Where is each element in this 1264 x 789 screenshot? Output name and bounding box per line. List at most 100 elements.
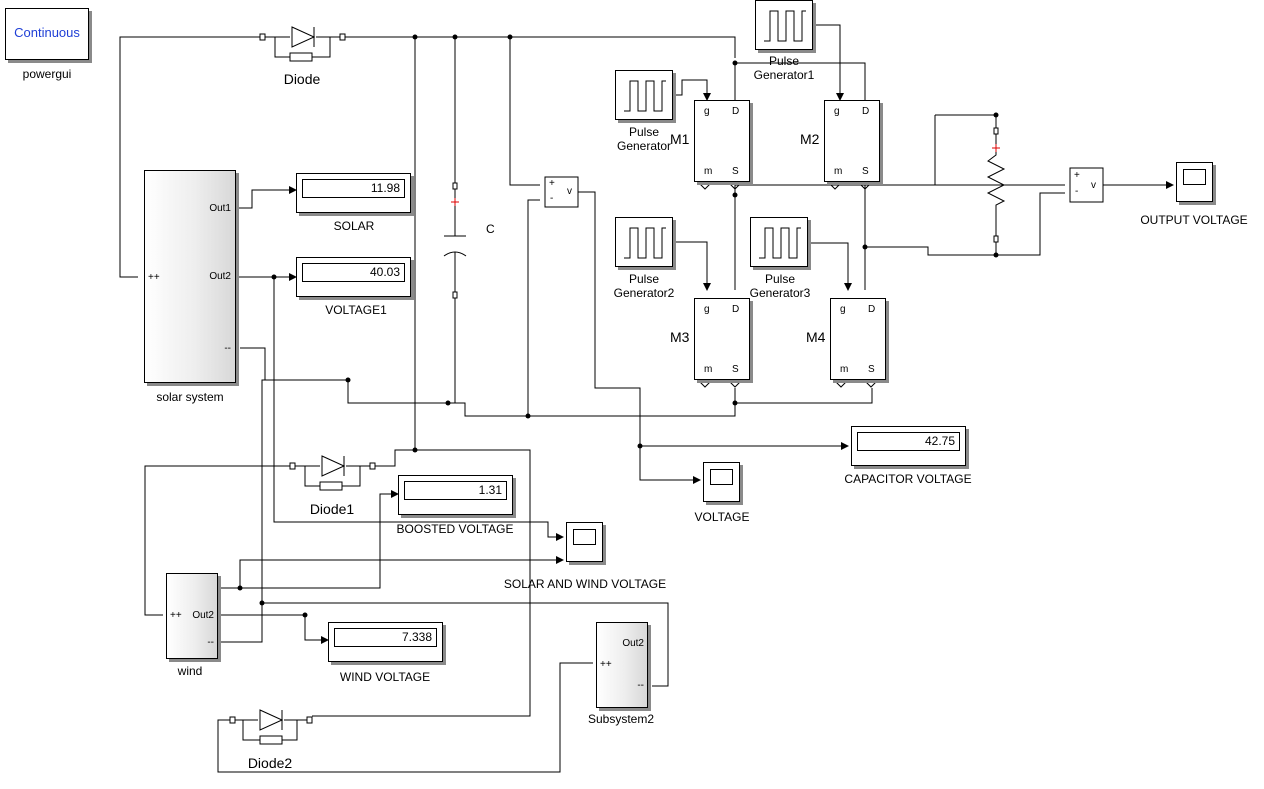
solar-system-subsystem[interactable]: Out1 Out2 ++ -- bbox=[144, 170, 236, 383]
pulse-generator1-label-2: Generator1 bbox=[753, 68, 815, 82]
junction-dot bbox=[862, 244, 868, 250]
scope-solar-wind[interactable] bbox=[566, 522, 603, 562]
scope-voltage-label: VOLTAGE bbox=[694, 510, 750, 524]
vm-out-plus: + bbox=[1074, 170, 1080, 181]
mosfet-drain-label: D bbox=[732, 106, 740, 117]
wire bbox=[240, 347, 448, 404]
junction-dot bbox=[259, 600, 265, 606]
vm-out-v: v bbox=[1091, 180, 1096, 191]
powergui-label: powergui bbox=[22, 67, 72, 81]
mosfet-m4[interactable] bbox=[830, 298, 886, 380]
sub2-minus-port: -- bbox=[637, 680, 644, 691]
display-wind-label: WIND VOLTAGE bbox=[339, 670, 431, 684]
vm-cap-minus: - bbox=[550, 193, 554, 204]
mosfet-source-label: S bbox=[732, 166, 739, 177]
solar-plus-port: ++ bbox=[148, 272, 160, 283]
diode-top[interactable] bbox=[259, 26, 346, 62]
scope-screen bbox=[710, 469, 733, 485]
junction-dot bbox=[412, 447, 418, 453]
mosfet-drain-label: D bbox=[732, 304, 740, 315]
pulse-generator1[interactable] bbox=[755, 0, 813, 50]
mosfet-m3[interactable] bbox=[694, 298, 750, 380]
wire bbox=[673, 79, 711, 101]
wire bbox=[639, 446, 701, 484]
pulse-generator3-label-1: Pulse bbox=[764, 272, 796, 286]
subsystem2-label: Subsystem2 bbox=[587, 712, 655, 726]
wire bbox=[262, 602, 669, 687]
display-voltage1-value: 40.03 bbox=[302, 263, 405, 282]
pulse-generator2[interactable] bbox=[615, 217, 673, 267]
display-wind-value: 7.338 bbox=[334, 628, 437, 647]
solar-system-label: solar system bbox=[156, 390, 224, 404]
powergui-mode: Continuous bbox=[14, 25, 80, 40]
mosfet-m1[interactable] bbox=[694, 100, 750, 182]
wire bbox=[218, 490, 399, 589]
junction-dot bbox=[452, 34, 458, 40]
mosfet-m2[interactable] bbox=[824, 100, 880, 182]
pulse-generator[interactable] bbox=[615, 70, 673, 120]
voltmeter-output[interactable] bbox=[1069, 167, 1104, 203]
pulse-wave-icon bbox=[759, 227, 801, 259]
junction-dot bbox=[637, 443, 643, 449]
sub2-plus-port: ++ bbox=[600, 659, 612, 670]
diode2-label: Diode2 bbox=[247, 755, 293, 771]
display-solar[interactable]: 11.98 bbox=[296, 173, 411, 213]
scope-screen bbox=[1183, 169, 1206, 185]
vm-out-minus: - bbox=[1075, 186, 1079, 197]
solar-out1-port: Out1 bbox=[209, 203, 231, 214]
display-wind[interactable]: 7.338 bbox=[328, 622, 443, 662]
mosfet-gate-label: g bbox=[704, 304, 710, 315]
display-boosted[interactable]: 1.31 bbox=[398, 475, 513, 515]
mosfet-m-label: m bbox=[840, 364, 849, 375]
mosfet-drain-label: D bbox=[868, 304, 876, 315]
junction-dot bbox=[732, 60, 738, 66]
display-capacitor[interactable]: 42.75 bbox=[851, 426, 966, 466]
wire bbox=[144, 465, 290, 616]
display-solar-label: SOLAR bbox=[333, 219, 375, 233]
wire bbox=[813, 24, 844, 101]
scope-solar-wind-label: SOLAR AND WIND VOLTAGE bbox=[503, 577, 667, 591]
scope-output[interactable] bbox=[1176, 162, 1213, 202]
wire bbox=[509, 37, 540, 186]
load-resistor[interactable] bbox=[986, 127, 1006, 243]
display-capacitor-value: 42.75 bbox=[857, 432, 960, 451]
wire bbox=[528, 388, 873, 417]
mosfet-m-label: m bbox=[704, 166, 713, 177]
wire bbox=[935, 114, 997, 135]
display-voltage1[interactable]: 40.03 bbox=[296, 257, 411, 297]
diode-2[interactable] bbox=[229, 709, 313, 745]
powergui-block[interactable]: Continuous bbox=[5, 8, 89, 60]
subsystem2[interactable]: Out2 ++ -- bbox=[596, 622, 648, 708]
pulse-generator1-label-1: Pulse bbox=[768, 54, 800, 68]
mosfet-drain-label: D bbox=[862, 106, 870, 117]
display-boosted-value: 1.31 bbox=[404, 481, 507, 500]
capacitor-label: C bbox=[486, 222, 495, 236]
diode1-label: Diode1 bbox=[309, 501, 355, 517]
diode-1[interactable] bbox=[289, 455, 376, 491]
pulse-generator2-label-2: Generator2 bbox=[613, 286, 675, 300]
pulse-generator-label-2: Generator bbox=[616, 139, 672, 153]
capacitor[interactable] bbox=[443, 182, 467, 299]
scope-voltage[interactable] bbox=[703, 462, 740, 502]
voltmeter-capacitor[interactable] bbox=[544, 176, 579, 208]
mosfet-source-label: S bbox=[868, 364, 875, 375]
wire bbox=[218, 559, 298, 589]
wire bbox=[865, 246, 996, 256]
mosfet-gate-label: g bbox=[840, 304, 846, 315]
wind-label: wind bbox=[177, 664, 203, 678]
wire bbox=[236, 186, 297, 209]
wire bbox=[673, 241, 711, 291]
display-boosted-label: BOOSTED VOLTAGE bbox=[396, 522, 514, 536]
mosfet-m-label: m bbox=[704, 364, 713, 375]
pulse-generator3[interactable] bbox=[750, 217, 808, 267]
junction-dot bbox=[993, 112, 999, 118]
wind-out2-port: Out2 bbox=[192, 610, 214, 621]
junction-dot bbox=[732, 400, 738, 406]
pulse-wave-icon bbox=[764, 10, 806, 42]
pulse-generator-label-1: Pulse bbox=[628, 125, 660, 139]
vm-cap-plus: + bbox=[549, 178, 555, 189]
mosfet-m3-label: M3 bbox=[670, 329, 690, 345]
wire bbox=[119, 36, 260, 278]
wind-subsystem[interactable]: ++ Out2 -- bbox=[166, 573, 218, 659]
sub2-out2-port: Out2 bbox=[622, 638, 644, 649]
